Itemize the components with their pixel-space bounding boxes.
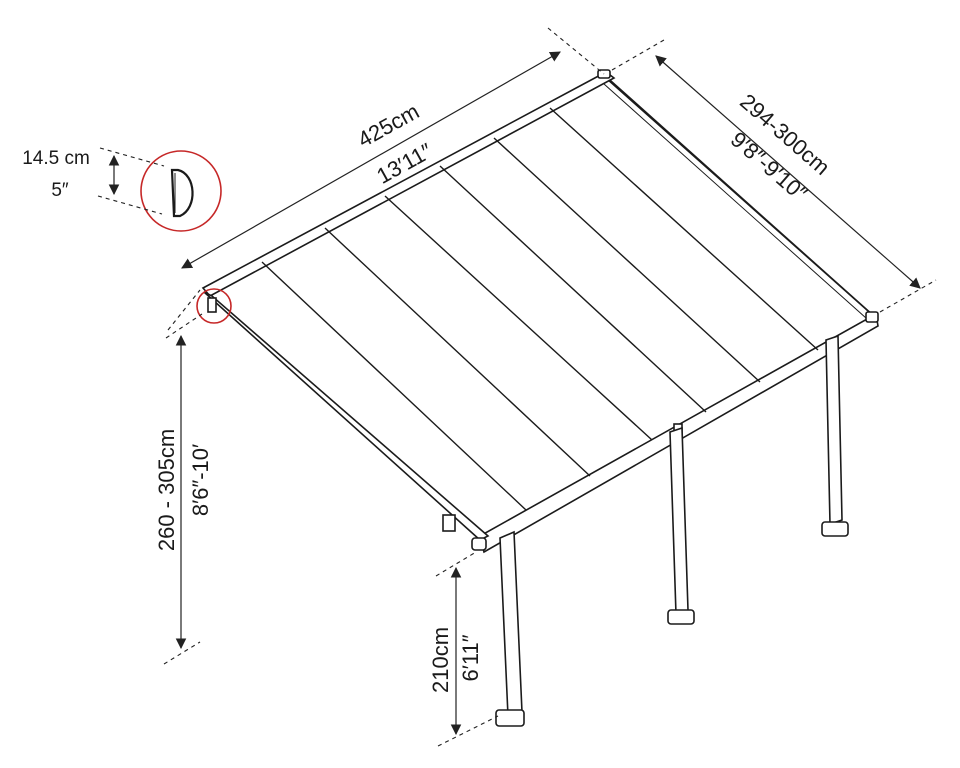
gutter-end-cap-right (865, 311, 879, 323)
height-extension-bottom (163, 641, 201, 665)
post-foot-front-left (495, 709, 525, 727)
clearance-extension-bottom (437, 715, 499, 747)
left-bracket (442, 514, 456, 532)
height-imperial-label: 8′6″-10′ (188, 444, 213, 516)
panel-divider (261, 261, 527, 511)
post-foot-right (821, 521, 849, 537)
post-middle (669, 426, 689, 616)
left-side-frame (203, 291, 490, 541)
width-extension-right (547, 27, 605, 75)
height-extension-top (165, 313, 203, 339)
roof-surface (203, 77, 878, 541)
height-metric-label: 260 - 305cm (154, 429, 179, 551)
width-dim-arrow (181, 51, 561, 269)
profile-metric-label: 14.5 cm (22, 148, 90, 169)
profile-dash-bottom (97, 195, 163, 215)
post-right (825, 334, 843, 526)
dimension-lines (163, 27, 937, 747)
clearance-imperial-label: 6′11″ (458, 634, 483, 681)
depth-extension-bottom (879, 279, 937, 313)
depth-extension-top (611, 39, 665, 71)
profile-imperial-label: 5″ (51, 180, 69, 201)
clearance-metric-label: 210cm (428, 627, 453, 693)
profile-highlight-circle-small (196, 288, 232, 324)
posts (495, 334, 849, 727)
profile-dash-top (99, 147, 165, 167)
depth-dim-arrow (655, 55, 921, 289)
width-extension-left (167, 289, 201, 331)
post-front-left (499, 530, 523, 718)
panel-divider (324, 227, 591, 477)
profile-small-mark (207, 297, 217, 313)
post-foot-middle (667, 609, 695, 625)
gutter-end-cap (471, 537, 487, 551)
